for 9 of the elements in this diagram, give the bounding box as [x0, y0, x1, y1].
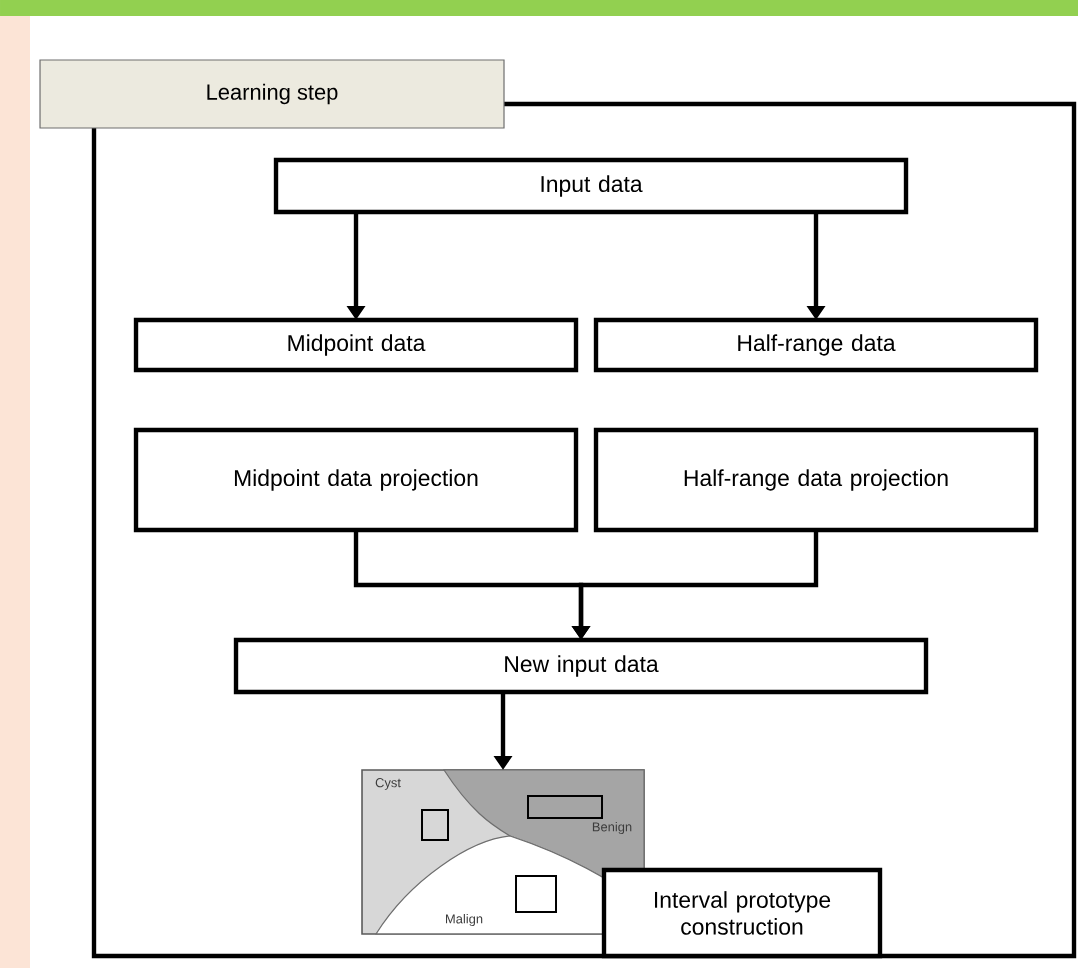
- process-box: Midpoint data: [133, 317, 579, 373]
- region-plot-drawing: [361, 769, 645, 935]
- node-label: Learning step: [207, 83, 338, 105]
- process-box: New input data: [233, 637, 929, 695]
- construction-box: Interval prototype construction: [601, 867, 883, 959]
- process-box: Midpoint data projection: [133, 427, 579, 533]
- process-box: Half-range data: [593, 317, 1039, 373]
- process-box: Input data: [273, 157, 909, 215]
- process-box: Half-range data projection: [593, 427, 1039, 533]
